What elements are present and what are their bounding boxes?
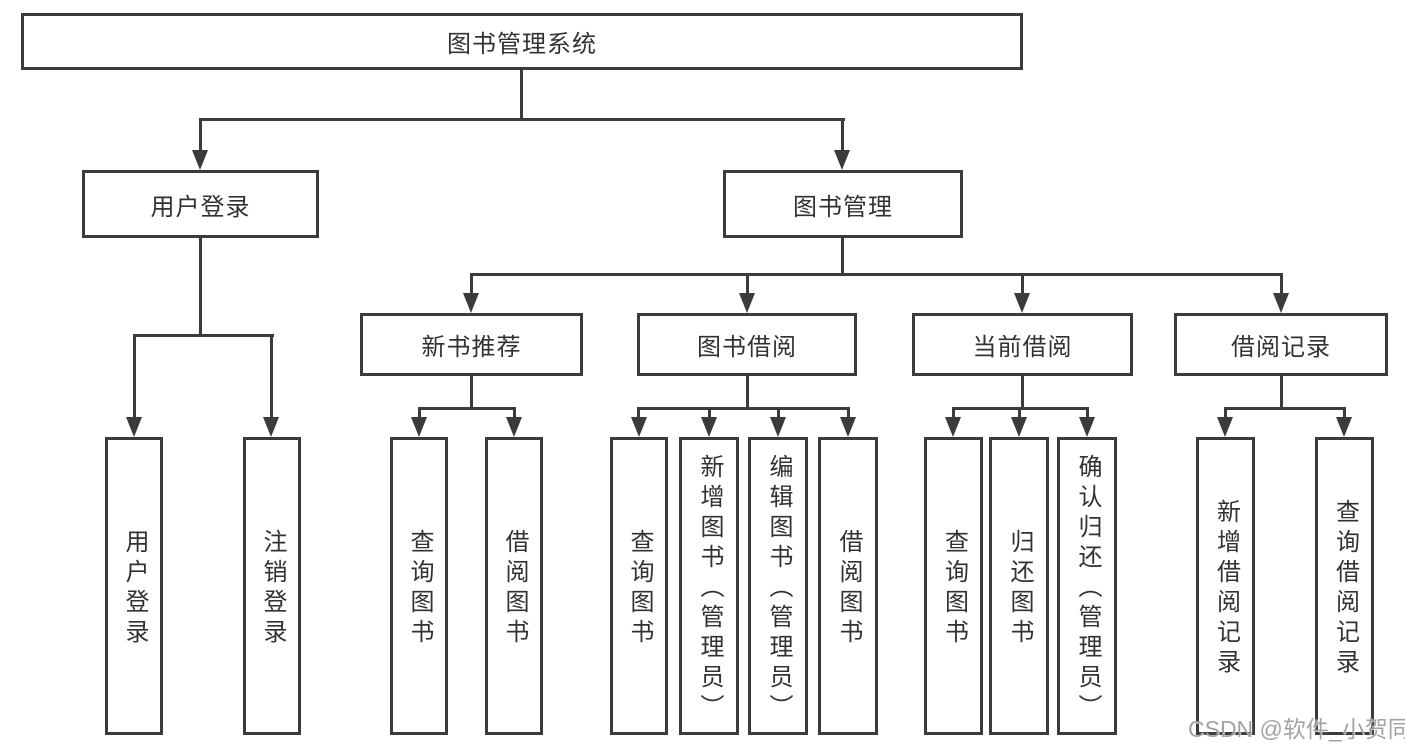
leaf-bb-edit-books-admin: 编辑图书（管理员） [748,437,808,735]
leaf-bb-add-books-admin-label: 新增图书（管理员） [696,454,723,724]
node-current-borrow-label: 当前借阅 [972,334,1073,361]
node-book-borrow: 图书借阅 [637,313,857,376]
watermark-text: CSDN @软件_小贺同学 [1188,716,1405,742]
node-book-management-label: 图书管理 [793,193,893,221]
connector-cb-return-stub [1018,407,1021,419]
connector-br-query-stub [1343,407,1346,419]
connector-borrow-records-down [1280,376,1283,407]
node-current-borrow: 当前借阅 [912,313,1133,376]
arrowhead-br-query [1336,417,1352,437]
arrowhead-rec-query [411,417,427,437]
branch-line-book-borrow [637,407,849,410]
node-user-login: 用户登录 [82,170,319,238]
arrowhead-current-borrow [1014,293,1030,313]
connector-root-stub [520,70,523,118]
node-borrow-records: 借阅记录 [1174,313,1388,376]
leaf-cb-return-books: 归还图书 [989,437,1049,735]
connector-bb-borrow-stub [847,407,850,419]
leaf-cb-query-books-label: 查询图书 [940,529,968,649]
node-new-book-recommend-label: 新书推荐 [421,334,522,361]
leaf-logout: 注销登录 [243,437,301,735]
arrowhead-bb-query [631,417,647,437]
leaf-cb-confirm-return-admin: 确认归还（管理员） [1057,437,1117,735]
arrowhead-book-borrow [739,293,755,313]
connector-br-add-stub [1224,407,1227,419]
arrowhead-br-add [1217,417,1233,437]
branch-line-level2 [470,273,1283,276]
connector-cb-confirm-stub [1086,407,1089,419]
arrowhead-leaf-logout [263,417,279,437]
connector-cb-query-stub [952,407,955,419]
arrowhead-new-book-recommend [463,293,479,313]
leaf-br-query-record: 查询借阅记录 [1315,437,1374,735]
leaf-br-query-record-label: 查询借阅记录 [1331,499,1359,679]
branch-line-borrow-records [1224,407,1346,410]
arrowhead-cb-return [1011,417,1027,437]
connector-borrow-records-stub [1280,273,1283,295]
leaf-rec-query-books-label: 查询图书 [406,529,433,649]
connector-current-borrow-down [1021,376,1024,407]
connector-book-management-stub [841,118,844,152]
arrowhead-bb-edit [770,417,786,437]
leaf-rec-borrow-books-label: 借阅图书 [501,529,528,649]
leaf-user-login-label: 用户登录 [121,529,148,649]
leaf-user-login: 用户登录 [105,437,163,735]
arrowhead-leaf-user-login [126,417,142,437]
branch-line-recommend [418,407,516,410]
connector-book-management-down [841,237,844,274]
arrowhead-cb-query [945,417,961,437]
arrowhead-bb-add [701,417,717,437]
branch-line-level1 [199,118,845,121]
arrowhead-borrow-records [1273,293,1289,313]
connector-rec-query-stub [418,407,421,419]
arrowhead-bb-borrow [840,417,856,437]
connector-leaf-logout-stub [270,334,273,419]
leaf-rec-borrow-books: 借阅图书 [485,437,543,735]
arrowhead-cb-confirm [1079,417,1095,437]
leaf-cb-query-books: 查询图书 [924,437,983,735]
connector-new-book-recommend-stub [470,273,473,295]
leaf-br-add-record-label: 新增借阅记录 [1212,499,1240,679]
watermark: CSDN @软件_小贺同学 [1188,710,1405,744]
leaf-cb-return-books-label: 归还图书 [1006,529,1033,649]
connector-bb-query-stub [637,407,640,419]
leaf-br-add-record: 新增借阅记录 [1196,437,1255,735]
node-new-book-recommend: 新书推荐 [360,313,583,376]
leaf-bb-query-books: 查询图书 [610,437,668,735]
connector-bb-add-stub [708,407,711,419]
connector-current-borrow-stub [1021,273,1024,295]
leaf-bb-borrow-books: 借阅图书 [818,437,878,735]
branch-line-user-login [133,334,274,337]
leaf-bb-add-books-admin: 新增图书（管理员） [679,437,739,735]
connector-bb-edit-stub [777,407,780,419]
leaf-logout-label: 注销登录 [259,529,286,649]
connector-book-borrow-down [746,376,749,407]
node-root: 图书管理系统 [21,13,1023,70]
leaf-bb-query-books-label: 查询图书 [626,529,653,649]
arrowhead-book-management [834,150,850,170]
connector-user-login-down [199,237,202,334]
node-borrow-records-label: 借阅记录 [1231,334,1331,361]
node-user-login-label: 用户登录 [150,193,251,221]
arrowhead-user-login [192,150,208,170]
connector-user-login-stub [199,118,202,152]
node-root-label: 图书管理系统 [447,31,597,58]
arrowhead-rec-borrow [506,417,522,437]
node-book-management: 图书管理 [723,170,963,238]
node-book-borrow-label: 图书借阅 [697,334,797,361]
connector-rec-borrow-stub [513,407,516,419]
leaf-bb-edit-books-admin-label: 编辑图书（管理员） [765,454,792,724]
connector-recommend-down [470,376,473,407]
connector-leaf-user-login-stub [133,334,136,419]
leaf-cb-confirm-return-admin-label: 确认归还（管理员） [1074,454,1101,724]
leaf-bb-borrow-books-label: 借阅图书 [835,529,862,649]
leaf-rec-query-books: 查询图书 [390,437,448,735]
connector-book-borrow-stub [746,273,749,295]
